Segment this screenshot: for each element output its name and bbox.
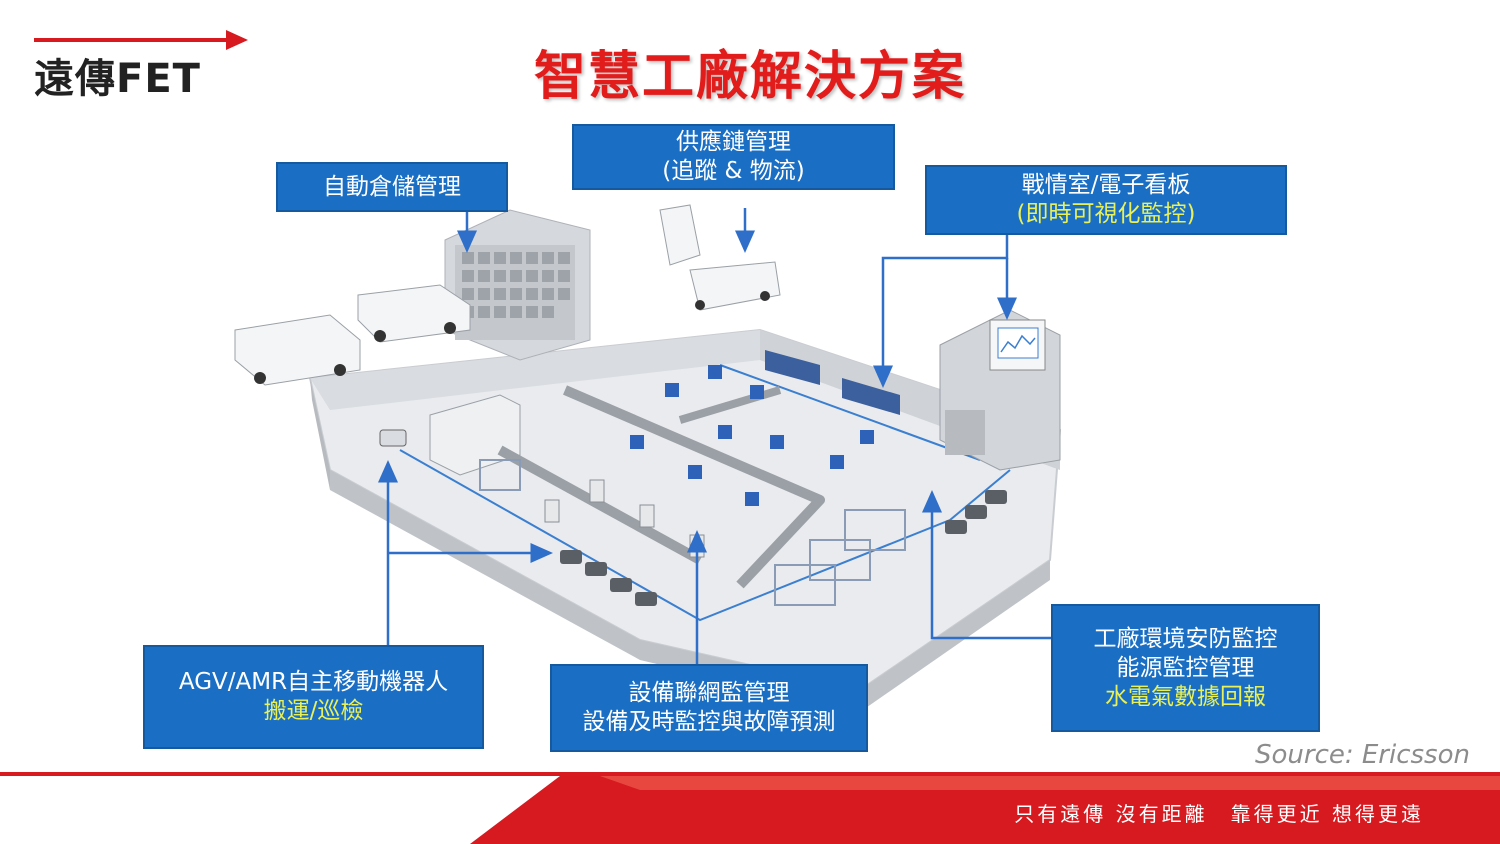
factory-back-wall xyxy=(310,330,760,410)
footer-band xyxy=(0,770,1500,844)
agv-robot-icon xyxy=(379,429,1007,606)
callout-war-room: 戰情室/電子看板 (即時可視化監控) xyxy=(925,165,1287,235)
arrow xyxy=(922,490,1051,640)
callout-environment-line2: 能源監控管理 xyxy=(1116,654,1255,681)
callout-agv-line2: 搬運/巡檢 xyxy=(263,698,364,724)
callout-war-room-line1: 戰情室/電子看板 xyxy=(1021,172,1191,198)
callout-supply-chain: 供應鏈管理 (追蹤 & 物流) xyxy=(572,124,895,190)
callout-war-room-line2: (即時可視化監控) xyxy=(1016,201,1196,227)
agv-path xyxy=(719,364,981,461)
callout-environment-line3: 水電氣數據回報 xyxy=(1105,683,1266,710)
logo-red-line xyxy=(34,38,234,42)
callout-environment-line1: 工廠環境安防監控 xyxy=(1093,625,1278,652)
logo-text: 遠傳FET xyxy=(34,56,201,102)
callout-supply-chain-line1: 供應鏈管理 xyxy=(676,129,791,155)
truck-icon xyxy=(234,314,361,386)
agv-path xyxy=(399,449,1011,622)
callout-warehouse-line1: 自動倉儲管理 xyxy=(323,173,461,200)
conveyor xyxy=(563,385,825,589)
callout-agv: AGV/AMR自主移動機器人 搬運/巡檢 xyxy=(143,645,484,749)
factory-left-wall xyxy=(310,378,330,490)
callout-environment: 工廠環境安防監控 能源監控管理 水電氣數據回報 xyxy=(1051,604,1320,732)
callout-supply-chain-line2: (追蹤 & 物流) xyxy=(662,158,805,184)
callout-agv-line1: AGV/AMR自主移動機器人 xyxy=(178,669,449,695)
blue-bins xyxy=(630,365,874,506)
control-room xyxy=(939,309,1061,471)
footer-slogan: 只有遠傳 沒有距離 靠得更近 想得更遠 xyxy=(1014,802,1424,826)
inner-office xyxy=(429,394,521,476)
page-title: 智慧工廠解決方案 xyxy=(533,47,966,107)
callout-iot-line1: 設備聯網監管理 xyxy=(628,680,790,706)
truck-icon xyxy=(357,284,471,343)
callout-iot-line2: 設備及時監控與故障預測 xyxy=(582,709,836,735)
conveyor xyxy=(497,445,703,565)
arrow xyxy=(873,235,1009,388)
fet-logo: 遠傳FET xyxy=(30,16,250,102)
source-credit: Source: Ericsson xyxy=(1254,740,1470,770)
logo-arrow-icon xyxy=(226,30,248,50)
workbenches xyxy=(479,459,906,606)
wall-shelves xyxy=(765,350,900,415)
callout-warehouse: 自動倉儲管理 xyxy=(276,162,508,212)
factory-front-wall xyxy=(330,470,1050,712)
callout-iot: 設備聯網監管理 設備及時監控與故障預測 xyxy=(550,664,868,752)
warehouse-racks xyxy=(444,209,591,361)
truck-icon xyxy=(659,204,781,311)
